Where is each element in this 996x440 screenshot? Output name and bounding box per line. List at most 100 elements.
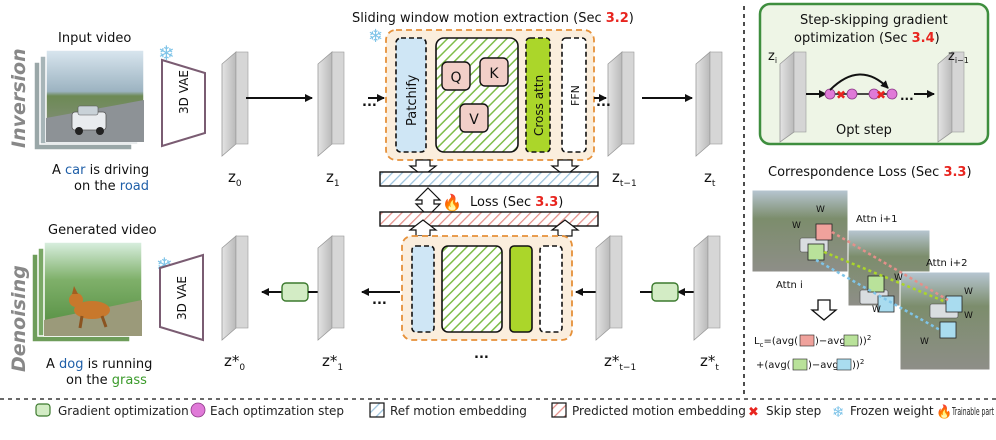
ellipsis: ... [900, 89, 914, 103]
attn-i2-label: Attn i+2 [926, 258, 968, 269]
svg-text:)−avg(: )−avg( [815, 336, 850, 347]
w-label: W [872, 305, 881, 315]
ffn-label: FFN [569, 85, 582, 106]
w-label: W [894, 273, 903, 283]
legend-ref-motion: Ref motion embedding [390, 404, 527, 418]
svg-text:))2: ))2 [852, 358, 864, 371]
zi-minus-1-label: zi−1 [948, 49, 969, 65]
correspondence-loss-formula: Lc=(avg( )−avg( ))2 +(avg( )−avg( ))2 [754, 334, 871, 371]
step-dot [868, 88, 880, 100]
word-road: road [120, 179, 149, 194]
ellipsis: ... [372, 293, 387, 308]
fire-icon: 🔥 [442, 193, 462, 212]
w-label: W [792, 221, 801, 231]
svg-text:3D VAE: 3D VAE [177, 70, 191, 114]
legend-trainable: Trainable part [951, 405, 994, 418]
generated-video-frames [31, 241, 143, 343]
svg-text:))2: ))2 [859, 334, 871, 347]
patchify-label: Patchify [405, 74, 420, 126]
input-video-frames [33, 49, 145, 151]
step-dot [846, 88, 858, 100]
latent-z0-star: z*0 [221, 235, 249, 373]
generated-caption-line2: on the grass [66, 373, 147, 388]
legend-swatch-step [190, 402, 206, 418]
legend-swatch-pred [551, 402, 567, 418]
latent-zt-1: zt−1 [607, 51, 637, 189]
latent-zt-label: zt [704, 168, 716, 189]
hollow-arrow [550, 219, 580, 237]
legend-swatch-ref [369, 402, 385, 418]
query-label: Q [450, 70, 461, 86]
step-skip-title-line1: Step-skipping gradient [800, 13, 948, 28]
fire-icon: 🔥 [936, 404, 952, 420]
legend-each-step: Each optimzation step [210, 404, 344, 418]
generated-caption-line1: A dog is running [46, 357, 152, 372]
svg-text:)−avg(: )−avg( [808, 360, 843, 371]
vae-decoder: 3D VAE [159, 253, 204, 342]
correspondence-frames [751, 189, 991, 371]
attn-i1-label: Attn i+1 [856, 214, 898, 225]
latent-z0-label: z0 [228, 168, 242, 189]
latent-zt-1-star-label: z*t−1 [604, 352, 636, 373]
opt-step-label: Opt step [836, 123, 892, 138]
latent-z1-label: z1 [326, 168, 340, 189]
vae-encoder: 3D VAE [161, 58, 206, 148]
hollow-arrow [550, 159, 580, 177]
correspondence-loss-title: Correspondence Loss (Sec 3.3) [768, 165, 972, 180]
denoising-label: Denoising [8, 265, 30, 372]
latent-zt-star-label: z*t [700, 352, 719, 373]
attn-i-label: Attn i [776, 280, 803, 291]
svg-text:3D VAE: 3D VAE [175, 276, 189, 320]
legend-frozen: Frozen weight [850, 404, 934, 418]
latent-z1-star-label: z*1 [322, 352, 343, 373]
latent-z0: z0 [221, 51, 249, 189]
key-label: K [489, 66, 499, 82]
value-label: V [469, 112, 479, 128]
w-label: W [816, 205, 825, 215]
motion-block-top: Patchify Q K V Cross attn FFN [385, 29, 595, 161]
w-label: W [964, 287, 973, 297]
sliding-window-title: Sliding window motion extraction (Sec 3.… [352, 11, 634, 26]
latent-zt: zt [695, 51, 723, 189]
word-car: car [65, 163, 86, 178]
latent-zt-1-star: z*t−1 [595, 235, 636, 373]
snowflake-icon: ❄ [158, 41, 175, 65]
red-x-icon: ✖ [876, 88, 886, 102]
ellipsis: ... [474, 347, 489, 362]
loss-label: Loss (Sec 3.3) [470, 195, 563, 210]
latent-z1-star: z*1 [317, 235, 345, 373]
inversion-label: Inversion [8, 48, 30, 148]
ellipsis: ... [596, 95, 611, 110]
motion-block-bottom [401, 235, 573, 341]
zi-label: zi [768, 49, 777, 65]
word-grass: grass [112, 373, 147, 388]
generated-video-title: Generated video [48, 223, 157, 238]
step-dot [824, 88, 836, 100]
step-skipping-panel: Step-skipping gradient optimization (Sec… [758, 2, 990, 146]
legend-swatch-grad [35, 403, 51, 417]
hollow-arrow [408, 219, 438, 237]
gradient-optimization-box [281, 282, 309, 302]
step-skip-title-line2: optimization (Sec 3.4) [794, 31, 940, 46]
latent-z0-star-label: z*0 [224, 352, 245, 373]
red-x-icon: ✖ [748, 405, 759, 420]
snowflake-icon: ❄ [832, 403, 845, 421]
legend-pred-motion: Predicted motion embedding [572, 404, 746, 418]
legend-grad-opt: Gradient optimization [58, 404, 189, 418]
legend-skip-step: Skip step [766, 404, 821, 418]
latent-z1: z1 [317, 51, 345, 189]
input-video-title: Input video [58, 31, 131, 46]
cross-attn-label: Cross attn [532, 75, 546, 136]
hollow-arrow [810, 299, 838, 321]
latent-zt-1-label: zt−1 [612, 168, 637, 189]
red-x-icon: ✖ [836, 88, 846, 102]
predicted-motion-embedding-bar [379, 211, 599, 227]
word-dog: dog [59, 357, 83, 372]
legend: Gradient optimization Each optimzation s… [35, 402, 952, 421]
hollow-arrow [408, 159, 438, 177]
w-label: W [920, 337, 929, 347]
svg-text:Lc=(avg(: Lc=(avg( [754, 336, 798, 349]
gradient-optimization-box [651, 282, 679, 302]
w-label: W [964, 311, 973, 321]
